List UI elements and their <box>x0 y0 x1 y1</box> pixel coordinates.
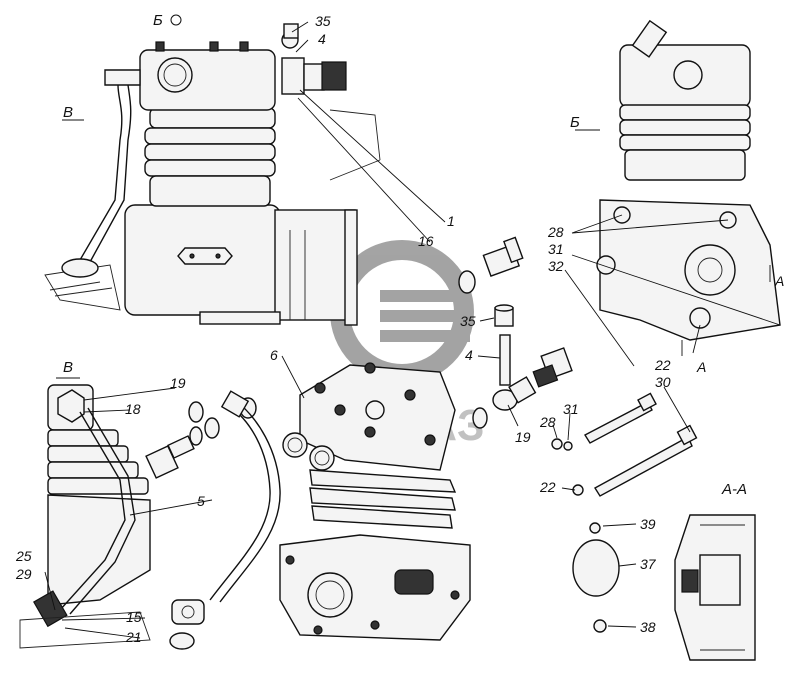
pipe-part-4 <box>472 334 537 429</box>
plug-part-35 <box>494 304 514 327</box>
view-label-b-top: Б <box>153 12 163 29</box>
callout-25-left: 25 <box>15 548 32 564</box>
labels: Б В Б В А-А А А 35 4 1 16 6 35 4 19 28 3… <box>15 12 784 645</box>
view-label-b-right: Б <box>570 114 580 131</box>
callout-5-left: 5 <box>197 493 205 509</box>
leader-lines <box>44 21 781 639</box>
section-label-aa: А-А <box>721 481 747 498</box>
callout-4-top: 4 <box>318 31 326 47</box>
fitting-part-1 <box>458 236 524 294</box>
callout-37: 37 <box>640 556 657 572</box>
callout-28-right: 28 <box>547 224 564 240</box>
callout-31-right: 31 <box>548 241 564 257</box>
view-label-v-left: В <box>63 359 73 376</box>
callout-21-left: 21 <box>125 629 142 645</box>
callout-35-mid: 35 <box>460 313 476 329</box>
callout-6: 6 <box>270 347 278 363</box>
view-v-compressor <box>19 384 151 649</box>
flange-part-15 <box>169 599 205 650</box>
callout-18-left: 18 <box>125 401 141 417</box>
bolt-part-18 <box>145 426 203 479</box>
callout-19-mid: 19 <box>515 429 531 445</box>
callout-1: 1 <box>447 213 455 229</box>
fitting-right <box>532 347 573 388</box>
section-aa-view <box>572 514 756 661</box>
pipe-part-5 <box>188 390 281 603</box>
callout-19-left: 19 <box>170 375 186 391</box>
callout-29-left: 29 <box>15 566 32 582</box>
callout-30-right: 30 <box>655 374 671 390</box>
callout-38: 38 <box>640 619 656 635</box>
callout-22-right: 22 <box>654 357 671 373</box>
callout-31-bolt: 31 <box>563 401 579 417</box>
view-label-v-top: В <box>63 104 73 121</box>
arrow-label-a-lower: А <box>696 359 706 375</box>
long-bolts <box>551 392 698 497</box>
callout-28-bolt: 28 <box>539 414 556 430</box>
callout-32-right: 32 <box>548 258 564 274</box>
view-marker-circle <box>170 14 182 26</box>
callout-15-left: 15 <box>126 609 142 625</box>
callout-39: 39 <box>640 516 656 532</box>
callout-4-mid: 4 <box>465 347 473 363</box>
compressor-exploded-view <box>279 362 471 641</box>
callout-22-bolt: 22 <box>539 479 556 495</box>
callout-16: 16 <box>418 233 434 249</box>
compressor-main-view <box>44 23 381 326</box>
view-b-compressor <box>596 19 781 341</box>
arrow-label-a-upper: А <box>774 273 784 289</box>
callout-35-top: 35 <box>315 13 331 29</box>
